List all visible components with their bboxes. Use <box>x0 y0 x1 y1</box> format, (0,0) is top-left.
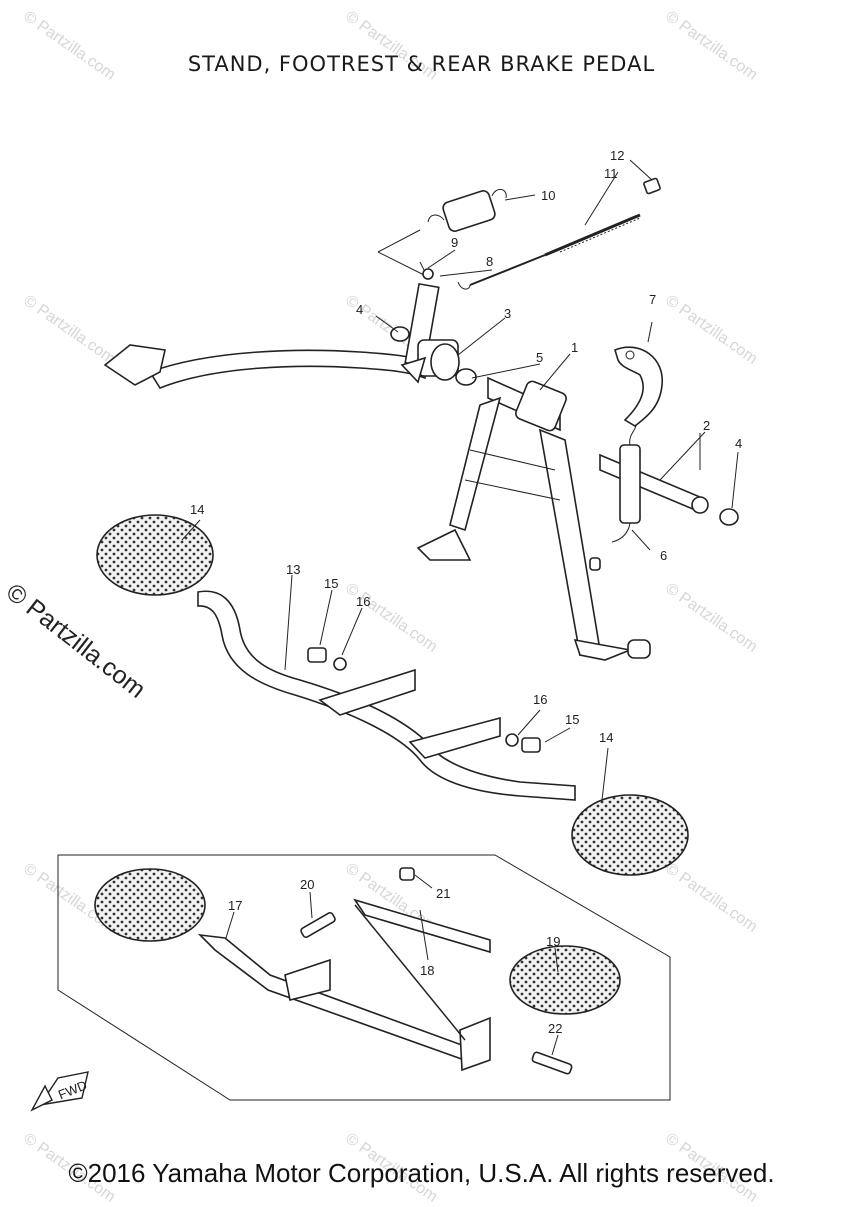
callout-10: 10 <box>541 188 555 203</box>
callout-20: 20 <box>300 877 314 892</box>
diagram-title: STAND, FOOTREST & REAR BRAKE PEDAL <box>187 52 656 76</box>
callout-14: 14 <box>190 502 204 517</box>
callout-13: 13 <box>286 562 300 577</box>
callout-14: 14 <box>599 730 613 745</box>
footrest-rubber-left <box>96 514 214 596</box>
callout-16: 16 <box>533 692 547 707</box>
optional-footrest <box>197 898 491 1072</box>
callout-3: 3 <box>504 306 511 321</box>
optional-rubber-right <box>509 945 621 1015</box>
copyright-footer: ©2016 Yamaha Motor Corporation, U.S.A. A… <box>68 1158 775 1188</box>
footrest-rubber-right <box>571 794 689 876</box>
callout-5: 5 <box>536 350 543 365</box>
callout-4: 4 <box>356 302 363 317</box>
callout-21: 21 <box>436 886 450 901</box>
callout-7: 7 <box>649 292 656 307</box>
callout-17: 17 <box>228 898 242 913</box>
callout-6: 6 <box>660 548 667 563</box>
stand-bracket <box>614 346 663 427</box>
callout-15: 15 <box>324 576 338 591</box>
callout-12: 12 <box>610 148 624 163</box>
callout-18: 18 <box>420 963 434 978</box>
footrest-bar <box>197 590 576 801</box>
brake-rod <box>457 177 661 290</box>
optional-rubber-left <box>94 868 206 942</box>
main-stand <box>416 376 709 661</box>
callout-8: 8 <box>486 254 493 269</box>
callout-2: 2 <box>703 418 710 433</box>
callout-4: 4 <box>735 436 742 451</box>
fwd-arrow-icon <box>30 1071 89 1112</box>
callout-22: 22 <box>548 1021 562 1036</box>
callout-11: 11 <box>604 166 618 181</box>
stand-spring <box>619 444 641 524</box>
callout-1: 1 <box>571 340 578 355</box>
callout-19: 19 <box>546 934 560 949</box>
callout-16: 16 <box>356 594 370 609</box>
pedal-spring <box>427 189 507 232</box>
callout-9: 9 <box>451 235 458 250</box>
callout-15: 15 <box>565 712 579 727</box>
